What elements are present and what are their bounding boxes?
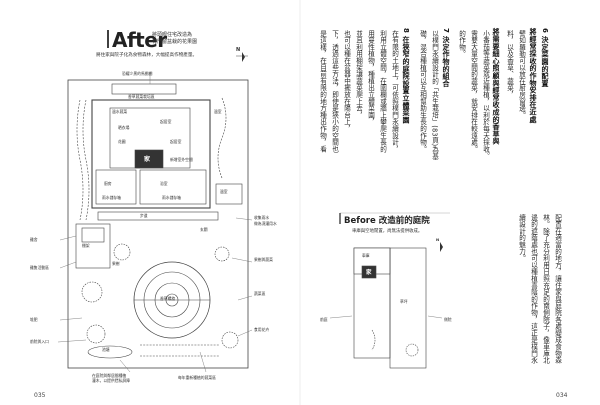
body-col-3: 將需要細心照顧與經常收成的香草與 [492, 28, 500, 145]
house-footprint [91, 99, 211, 209]
body-col-16: 是這樣，在目前有限的地方種出作物，看 [318, 30, 327, 153]
plan-label-rain-a: 雨水儲存箱 [102, 195, 121, 200]
left-page-number: 035 [34, 392, 46, 399]
right-note-5: 食用花卉 [254, 327, 270, 332]
body-col-15: 下，透過這些方法，即使是狹小的空間也 [330, 30, 339, 153]
plan-label-storage: 起居室 [160, 119, 172, 124]
fruit-tree-4 [214, 246, 230, 262]
after-caption: 將住家與院子化為食物森林，大幅提高作物產量。 [96, 53, 198, 58]
bottom-note-4: 每年重新種植的蔬菜區 [178, 375, 216, 380]
plan-label-drying: 晒衣場 [118, 125, 130, 130]
before-label-yard: 草坪 [400, 299, 408, 304]
body-col-7: 以樸門永續設計的「共生栽培」(83頁)為基 [430, 30, 439, 160]
after-title: After [112, 28, 167, 52]
plan-label-trellis: 棚架 [82, 243, 90, 248]
pond [87, 345, 133, 359]
left-note-4: 前院與入口 [30, 339, 49, 344]
body-col-12: 用蔓性植物，種植出立體菜園， [366, 30, 375, 126]
fruit-tree-1 [113, 243, 131, 261]
body-col-r1: 配置在適當的地方，讓住家與庭院各處變成食物森 [553, 214, 562, 364]
plan-label-living: 起居室 [170, 139, 182, 144]
right-note-4: 蔬菜區 [254, 291, 266, 296]
plan-label-new-room: 新增室外空間 [170, 157, 193, 162]
after-subtitle-1: 將頭眼住宅改造為 [152, 32, 193, 38]
plan-label-house: 家 [144, 156, 151, 163]
after-subtitle-2: 有門窗盆栽的花果園 [152, 39, 198, 45]
plan-label-rain-b: 雨水儲存箱 [162, 195, 181, 200]
body-col-r4: 續設計的魅力。 [517, 214, 526, 262]
compass-n: N [236, 47, 241, 53]
body-col-2: 料，以及香草、蔬菜， [505, 30, 514, 98]
bottom-note-1: 在庭院與鄰居間種植 [92, 373, 127, 378]
plan-label-flowers: 花圃 [118, 139, 126, 144]
top-shed [111, 83, 177, 95]
body-col-1: 譬如羅勒可以放在廚房窗邊。 [517, 30, 526, 119]
fruit-tree-3 [86, 324, 106, 344]
before-label-house: 家 [366, 270, 372, 276]
right-note-3: 果樹與蔬菜 [254, 257, 273, 262]
plan-label-top-house: 恐耀少黑的馬棚棚 [122, 71, 153, 76]
body-col-10: 在有限的土地上，可依照樸門永續設計， [390, 30, 399, 153]
body-col-r3: 邊的遮蔭處也可以種植喜陰的作物，這正是樸門永 [529, 214, 538, 364]
right-note-2: 做為澆灌用水 [254, 221, 277, 226]
section8-heading: 8 在狹窄的庭院設置立體菜園 [402, 28, 410, 124]
lot-boundary [67, 79, 249, 369]
before-title: Before 改造前的庭院 [344, 216, 430, 226]
plan-label-herb: 香草蔬菜栽培區 [128, 94, 155, 99]
plan-label-greenhouse: 溫室 [220, 189, 228, 194]
fruit-tree-5 [221, 331, 239, 349]
plan-label-path: 步道 [140, 213, 148, 218]
plan-label-kitchen-garden: 溫水蔬菜 [112, 109, 128, 114]
before-label-side: 側院 [444, 317, 452, 322]
before-yard [389, 247, 427, 369]
plan-label-herb-spiral: 香草螺旋 [160, 296, 176, 301]
body-col-r2: 林。除了充分利用日照充足的南側院子，像車庫北 [541, 214, 550, 364]
body-col-6: 的作物。 [457, 30, 466, 58]
before-caption: 車庫與空地閒置，尚無法提供收成。 [352, 229, 423, 234]
before-house-core [361, 265, 377, 279]
body-col-4: 小番茄等蔬菜就近種植，以利於每天採收。 [481, 30, 490, 160]
before-compass-n: N [436, 237, 440, 242]
body-col-8: 礎，混合種植可以互相幫助生長的作物。 [418, 30, 427, 153]
room-kitchen [95, 169, 137, 205]
body-col-14: 也可以種在盆器中擺放在陽台上， [342, 30, 351, 132]
bottom-note-2: 灌木，以提供隱私屏障 [92, 378, 130, 383]
after-garden-plan [57, 52, 253, 373]
plan-label-pond: 池塘 [102, 347, 110, 352]
plan-label-fruit-tree: 果樹 [112, 261, 120, 266]
plan-label-entry: 玄關 [200, 227, 208, 232]
left-hedge [76, 99, 84, 221]
before-garden-plan [329, 242, 443, 369]
before-label-front: 前庭 [320, 317, 328, 322]
section7-heading: 7 決定作物的組合 [442, 28, 450, 88]
plan-label-kitchen: 廚房 [104, 181, 112, 186]
before-label-garage: 車庫 [362, 253, 370, 258]
body-col-11: 利用立體空間，在圍欄或牆上攀爬生長的 [378, 30, 387, 153]
plan-label-shed-right: 溫室 [214, 109, 222, 114]
greenhouse-shape [215, 183, 243, 205]
right-page-number: 034 [556, 392, 568, 399]
left-note-3: 堆肥 [30, 317, 38, 322]
section6-heading: 6 決定菜園的配置 [541, 28, 549, 88]
body-col-5: 需要大量空間的蔬菜，就安排在較遠處。 [469, 30, 478, 153]
left-note-1: 雞舍 [30, 237, 38, 242]
body-col-13: 並且利用棚架讓蔬菜爬上去， [354, 30, 363, 119]
room-bath [139, 169, 207, 205]
walkway [97, 211, 219, 221]
plan-label-bath: 浴室 [160, 181, 168, 186]
chicken-coop [75, 223, 111, 269]
house-core [134, 149, 164, 169]
fruit-tree-2 [81, 281, 103, 303]
section6-subhead: 將經常採收的作物安排在近處 [529, 28, 537, 123]
right-note-1: 收集雨水 [254, 215, 270, 220]
left-note-2: 雞隻活動區 [30, 265, 49, 270]
